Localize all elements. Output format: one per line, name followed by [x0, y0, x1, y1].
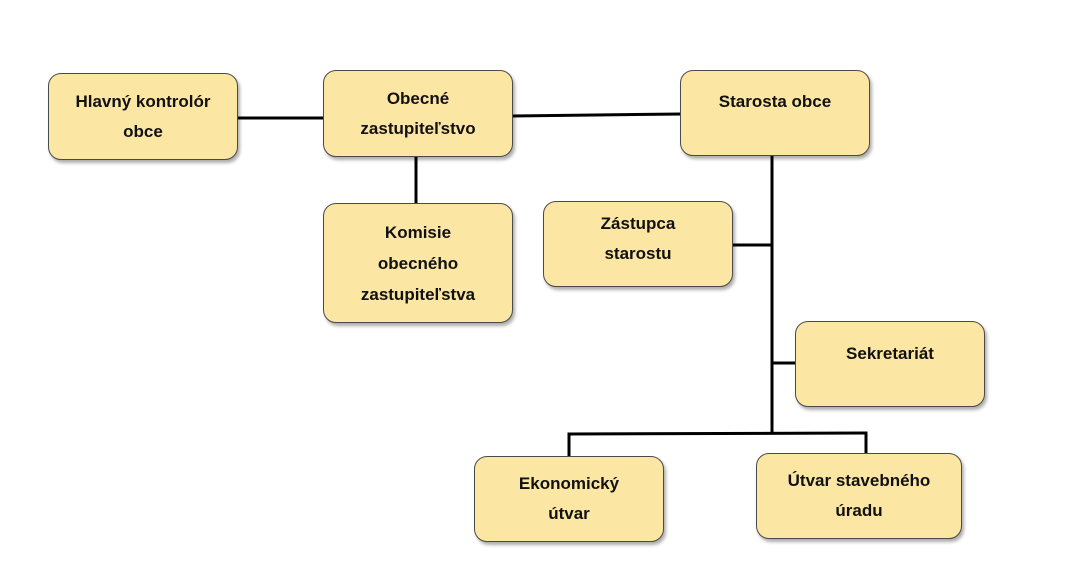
node-sekretariat: Sekretariát — [795, 321, 985, 407]
node-starosta: Starosta obce — [680, 70, 870, 156]
node-utvar-stavebneho-label: Útvar stavebného úradu — [787, 471, 931, 520]
node-ekonomicky: Ekonomický útvar — [474, 456, 664, 542]
node-komisie: Komisie obecného zastupiteľstva — [323, 203, 513, 323]
node-zastupca-label: Zástupca starostu — [600, 214, 676, 263]
node-obecne-zastupitelstvo: Obecné zastupiteľstvo — [323, 70, 513, 157]
node-sekretariat-label: Sekretariát — [846, 344, 934, 363]
node-ekonomicky-label: Ekonomický útvar — [518, 474, 620, 523]
connector-zastupitelstvo-starosta — [511, 112, 682, 118]
node-utvar-stavebneho: Útvar stavebného úradu — [756, 453, 962, 539]
node-hlavny-kontrolor: Hlavný kontrolór obce — [48, 73, 238, 160]
node-zastupca: Zástupca starostu — [543, 201, 733, 287]
node-starosta-label: Starosta obce — [718, 92, 832, 111]
node-hlavny-kontrolor-label: Hlavný kontrolór obce — [75, 91, 211, 141]
node-obecne-zastupitelstvo-label: Obecné zastupiteľstvo — [360, 88, 476, 138]
connector-bottom-bar — [567, 431, 868, 436]
node-komisie-label: Komisie obecného zastupiteľstva — [360, 222, 476, 304]
